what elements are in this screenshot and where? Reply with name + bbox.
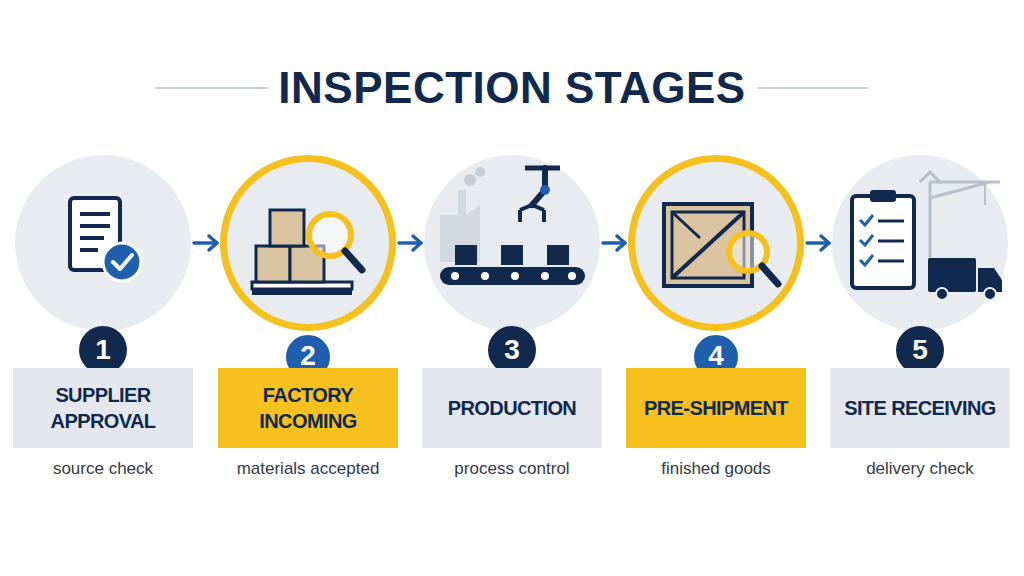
arrow-shaft xyxy=(194,241,217,245)
title-rule xyxy=(757,87,868,89)
diagram-title: INSPECTION STAGES xyxy=(0,60,1024,116)
stage-label-box: PRE-SHIPMENTfinished goods xyxy=(626,368,806,448)
stage-caption: source check xyxy=(3,458,203,480)
stage-circle: 3 xyxy=(424,155,600,331)
flow-arrow xyxy=(807,236,829,250)
stage-label-box: SUPPLIER APPROVALsource check xyxy=(13,368,193,448)
stage-name: SITE RECEIVING xyxy=(844,395,996,421)
callout-number: 1 xyxy=(79,326,127,374)
stage-circle: 4 xyxy=(628,155,804,331)
arrow-head xyxy=(821,236,829,250)
arrow-shaft xyxy=(399,241,421,245)
stage-circle: 2 xyxy=(220,155,396,331)
stage-label-box: FACTORY INCOMINGmaterials accepted xyxy=(218,368,398,448)
stage-name: PRE-SHIPMENT xyxy=(644,395,788,421)
stage-caption: delivery check xyxy=(820,458,1020,480)
stage-name: SUPPLIER APPROVAL xyxy=(17,382,189,434)
stage-circle: 5 xyxy=(832,155,1008,331)
stage-caption: process control xyxy=(412,458,612,480)
stage-name: FACTORY INCOMING xyxy=(222,382,394,434)
stage-label-box: SITE RECEIVINGdelivery check xyxy=(830,368,1010,448)
title-rule xyxy=(155,87,268,89)
callout-number: 5 xyxy=(896,326,944,374)
flow-arrow xyxy=(603,236,625,250)
arrow-head xyxy=(617,236,625,250)
callout-number: 3 xyxy=(488,326,536,374)
arrow-head xyxy=(413,236,421,250)
stage-caption: finished goods xyxy=(616,458,816,480)
arrow-shaft xyxy=(807,241,829,245)
flow-arrow xyxy=(194,236,217,250)
arrow-shaft xyxy=(603,241,625,245)
stage-caption: materials accepted xyxy=(208,458,408,480)
stage-label-box: PRODUCTIONprocess control xyxy=(422,368,602,448)
stage-circle: 1 xyxy=(15,155,191,331)
stage-name: PRODUCTION xyxy=(448,395,576,421)
flow-arrow xyxy=(399,236,421,250)
arrow-head xyxy=(209,236,217,250)
